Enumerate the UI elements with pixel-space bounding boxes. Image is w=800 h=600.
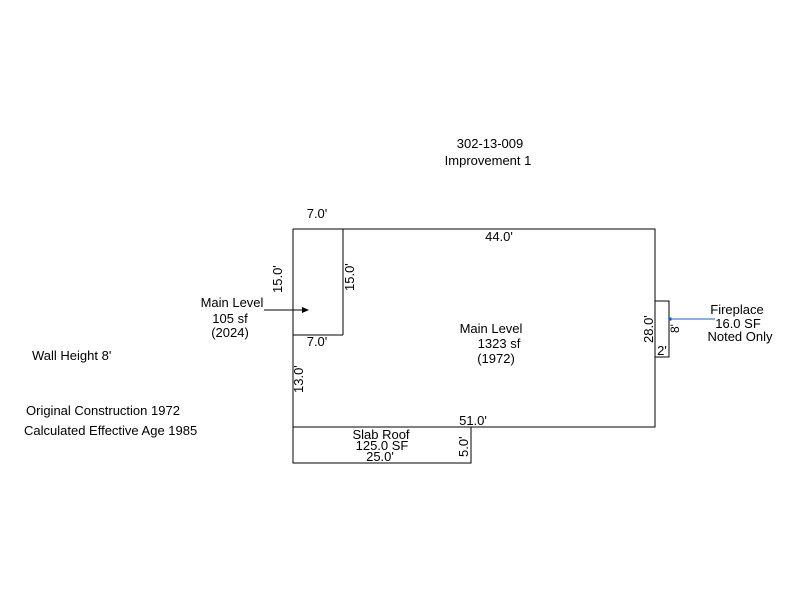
dim-main-right: 28.0' [641,315,656,343]
addition-year: (2024) [211,325,249,340]
main-level-year: (1972) [477,351,515,366]
fireplace-area: 16.0 SF [715,316,761,331]
dim-fireplace-width: 2' [657,343,667,358]
fireplace-name: Fireplace [710,302,764,317]
addition-name: Main Level [200,295,264,310]
main-level-name: Main Level [459,321,523,336]
dim-addition-right: 15.0' [342,263,357,291]
dim-fireplace-depth: 8' [668,324,682,333]
slab-roof-outline [292,426,472,464]
dim-slab-bottom: 25.0' [366,449,394,464]
dim-main-bottom: 51.0' [459,413,487,428]
dim-main-left-lower: 13.0' [291,365,306,393]
original-construction-note: Original Construction 1972 [26,403,180,418]
dim-addition-left: 15.0' [270,265,285,293]
effective-age-note: Calculated Effective Age 1985 [24,423,198,438]
slab-roof-name: Slab Roof [352,427,410,442]
dim-addition-top: 7.0' [306,206,328,221]
dim-slab-right: 5.0' [456,436,471,457]
wall-height-note: Wall Height 8' [32,348,112,363]
parcel-id: 302-13-009 [456,136,524,151]
fireplace-note: Noted Only [707,329,773,344]
fireplace-outline [654,300,670,358]
improvement-label: Improvement 1 [444,153,532,168]
main-level-area: 1323 sf [477,336,521,351]
addition-area: 105 sf [212,311,248,326]
fireplace-leader-dot [668,317,672,321]
addition-leader-arrowhead [302,307,309,313]
dim-addition-bottom: 7.0' [306,334,328,349]
dim-main-top: 44.0' [485,229,513,244]
slab-roof-area: 125.0 SF [355,438,409,453]
